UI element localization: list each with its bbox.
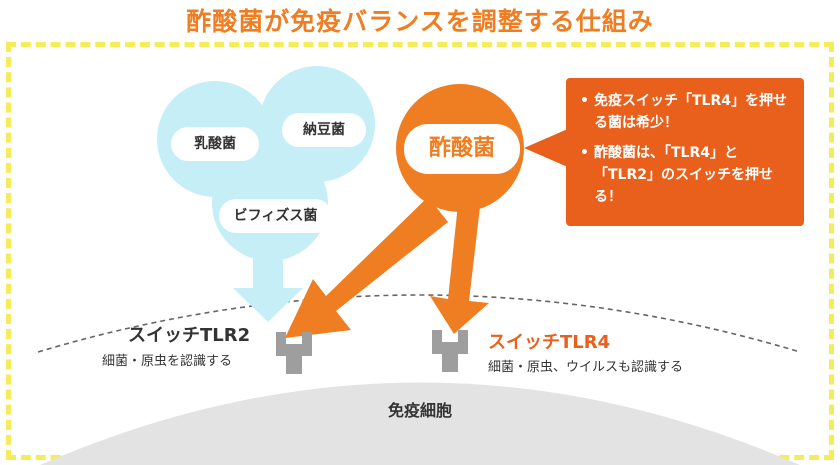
acetic-arrow-to-tlr4 xyxy=(430,204,489,334)
switch-tlr4-desc: 細菌・原虫、ウイルスも認識する xyxy=(488,360,684,375)
callout-item: • 免疫スイッチ「TLR4」を押せる菌は希少！ xyxy=(578,90,794,134)
switch-tlr4-title: スイッチTLR4 xyxy=(488,332,611,353)
switch-tlr2-title: スイッチTLR2 xyxy=(128,325,251,346)
acetic-arrow-to-tlr2 xyxy=(285,197,448,338)
bifidus-label: ビフィズス菌 xyxy=(219,199,332,233)
acetic-label: 酢酸菌 xyxy=(404,124,520,174)
receptor-tlr2-icon xyxy=(276,332,312,374)
callout-text: 免疫スイッチ「TLR4」を押せる菌は希少！ xyxy=(594,93,787,131)
natto-label: 納豆菌 xyxy=(282,113,366,147)
lactic-label: 乳酸菌 xyxy=(171,127,259,161)
bullet-icon: • xyxy=(580,145,589,161)
callout-pointer xyxy=(524,128,570,168)
bullet-icon: • xyxy=(580,93,589,109)
callout-item: • 酢酸菌は、「TLR4」と「TLR2」のスイッチを押せる！ xyxy=(578,142,794,208)
receptor-tlr4-icon xyxy=(432,330,468,372)
callout-text: 酢酸菌は、「TLR4」と「TLR2」のスイッチを押せる！ xyxy=(594,145,773,205)
cell-membrane-line xyxy=(37,294,801,353)
bifidus-arrow xyxy=(233,238,303,322)
page-title: 酢酸菌が免疫バランスを調整する仕組み xyxy=(186,7,654,36)
immune-cell xyxy=(40,382,800,465)
callout-box: • 免疫スイッチ「TLR4」を押せる菌は希少！ • 酢酸菌は、「TLR4」と「TLR… xyxy=(566,78,804,226)
immune-cell-label: 免疫細胞 xyxy=(387,401,452,420)
switch-tlr2-desc: 細菌・原虫を認識する xyxy=(102,354,233,369)
